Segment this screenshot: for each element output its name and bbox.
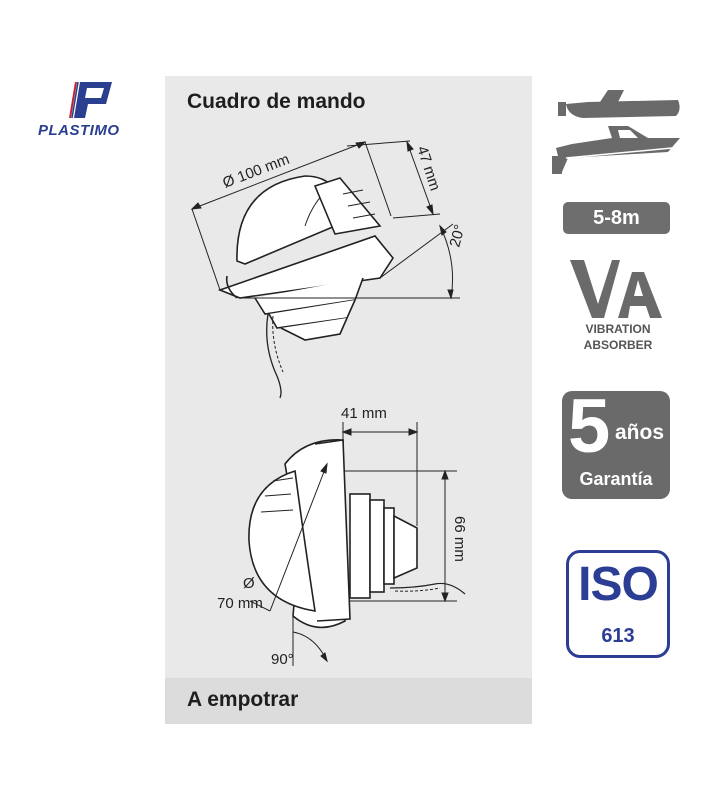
panel-footer-label: A empotrar xyxy=(187,688,299,711)
bottom-depth-label: 41 mm xyxy=(341,405,387,422)
panel-footer: A empotrar xyxy=(165,678,532,724)
va-logo-icon xyxy=(570,260,662,318)
diagram-panel: Cuadro de mando xyxy=(165,76,532,724)
warranty-text: Garantía xyxy=(579,469,653,489)
bottom-diameter-symbol: Ø xyxy=(243,575,255,592)
vibration-absorber-badge: VIBRATION ABSORBER xyxy=(560,258,676,358)
boat-size-badge: 5-8m xyxy=(563,202,670,234)
top-compass-drawing xyxy=(217,175,394,399)
warranty-badge: 5 años Garantía xyxy=(562,384,670,499)
va-line2: ABSORBER xyxy=(583,338,653,352)
brand-name: PLASTIMO xyxy=(38,122,120,139)
bottom-dimension-lines xyxy=(249,422,457,666)
bottom-compass-drawing xyxy=(248,439,466,629)
plastimo-flag-icon xyxy=(69,81,112,119)
va-line1: VIBRATION xyxy=(585,322,651,336)
iso-number: 613 xyxy=(601,625,635,647)
bottom-diameter-label: 70 mm xyxy=(217,595,263,612)
top-height-label: 47 mm xyxy=(413,144,443,193)
warranty-number: 5 xyxy=(568,384,611,469)
boats-icon xyxy=(548,86,688,186)
plastimo-logo: PLASTIMO xyxy=(30,78,150,148)
compass-diagram: Ø 100 mm 47 mm 20° xyxy=(190,140,469,668)
bottom-height-label: 66 mm xyxy=(451,516,468,562)
panel-title: Cuadro de mando xyxy=(187,90,366,113)
iso-badge: ISO 613 xyxy=(566,550,670,658)
bottom-angle-label: 90° xyxy=(271,651,294,668)
top-dimension-lines xyxy=(190,140,460,300)
iso-title: ISO xyxy=(578,558,659,611)
warranty-unit: años xyxy=(615,421,665,444)
top-angle-label: 20° xyxy=(446,223,468,249)
